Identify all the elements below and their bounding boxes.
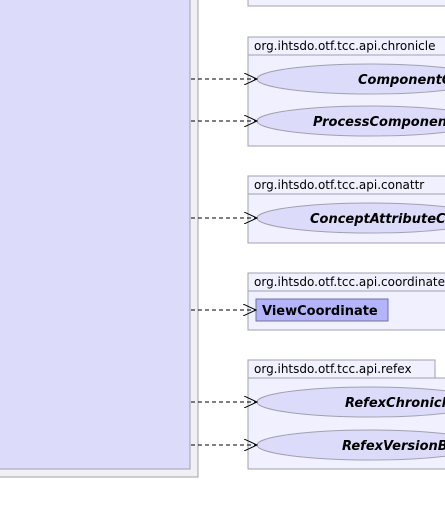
package-refex: org.ihtsdo.otf.tcc.api.refex RefexChroni… <box>247 359 445 470</box>
interface-component-chronicle-label: ComponentC <box>358 73 445 88</box>
package-coordinate-label: org.ihtsdo.otf.tcc.api.coordinate <box>254 275 445 289</box>
class-view-coordinate-label: ViewCoordinate <box>262 304 378 319</box>
package-chronicle: org.ihtsdo.otf.tcc.api.chronicle Compone… <box>247 36 445 147</box>
package-refex-label: org.ihtsdo.otf.tcc.api.refex <box>254 362 412 376</box>
source-class-box[interactable] <box>0 0 191 470</box>
interface-refex-version-label: RefexVersionB <box>342 439 445 454</box>
interface-refex-chronicle-label: RefexChronicl <box>345 396 445 411</box>
interface-process-component-label: ProcessComponen <box>313 115 445 130</box>
package-conattr: org.ihtsdo.otf.tcc.api.conattr ConceptAt… <box>247 175 445 244</box>
package-clipped-top <box>247 0 445 7</box>
package-conattr-label: org.ihtsdo.otf.tcc.api.conattr <box>254 178 424 192</box>
package-coordinate: org.ihtsdo.otf.tcc.api.coordinate ViewCo… <box>247 272 445 331</box>
interface-concept-attribute-label: ConceptAttributeC <box>310 212 445 227</box>
package-chronicle-label: org.ihtsdo.otf.tcc.api.chronicle <box>254 39 435 53</box>
dependency-arrows <box>191 79 257 445</box>
